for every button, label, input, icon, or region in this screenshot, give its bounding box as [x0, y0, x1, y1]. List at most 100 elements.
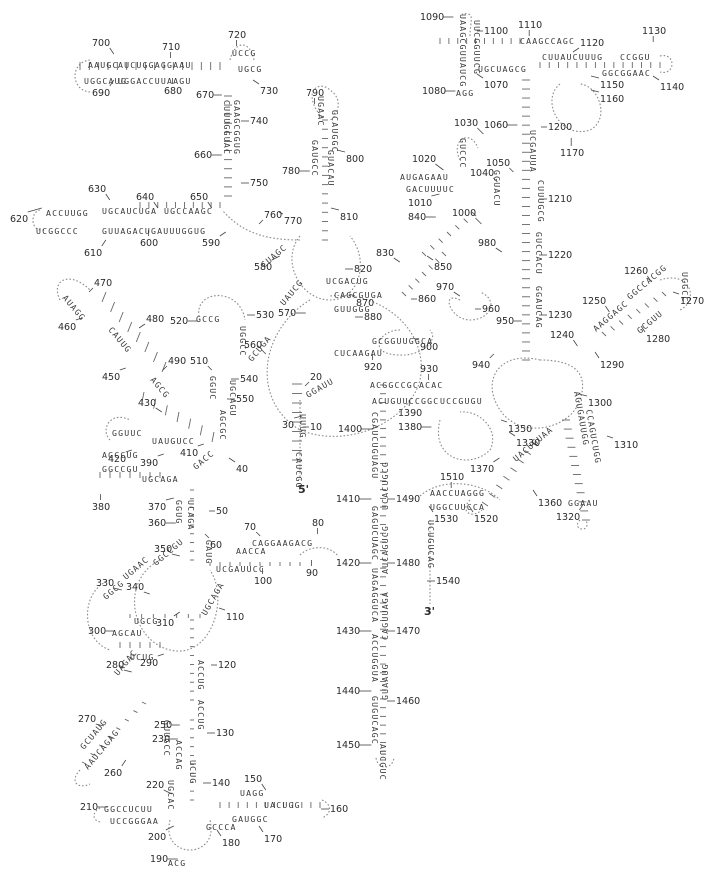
position-number-520: 520: [170, 316, 188, 327]
position-number-850: 850: [434, 262, 452, 273]
position-number-540: 540: [240, 374, 258, 385]
position-tick-180: [216, 829, 222, 837]
position-number-550: 550: [236, 394, 254, 405]
sequence-fragment-s1030: GUCCC: [458, 138, 468, 169]
sequence-fragment-s1050: GGUACU: [492, 170, 502, 207]
position-number-1280: 1280: [646, 334, 670, 345]
position-number-250: 250: [154, 720, 172, 731]
hairpin-1090: [461, 13, 472, 37]
position-tick-700: [109, 47, 115, 55]
position-number-710: 710: [162, 42, 180, 53]
position-number-300: 300: [88, 626, 106, 637]
base-pair-15-4: [135, 331, 141, 343]
position-number-1300: 1300: [588, 398, 612, 409]
hairpin-1270: [659, 277, 691, 311]
position-tick-40: [228, 457, 236, 463]
sequence-fragment-s420: GGUUC: [112, 428, 143, 438]
sequence-fragment-s1200: UCGAUUA: [528, 130, 538, 173]
position-number-1520: 1520: [474, 514, 498, 525]
position-number-1470: 1470: [396, 626, 420, 637]
hairpin-720: [229, 44, 255, 61]
sequence-fragment-s30: UUUG: [298, 414, 308, 439]
position-number-760: 760: [264, 210, 282, 221]
position-tick-580: [271, 255, 280, 261]
sequence-fragment-s160: UACUGG: [264, 800, 301, 810]
position-tick-1030: [477, 127, 484, 135]
sequence-fragment-s640: UGCAUCUGA: [102, 206, 157, 216]
position-tick-1040: [493, 177, 498, 183]
position-tick-1140: [652, 75, 660, 81]
sequence-fragment-s140: UCUG: [188, 760, 198, 785]
position-number-310: 310: [156, 618, 174, 629]
sequence-fragment-s490: AGCG: [148, 375, 171, 400]
position-tick-1000: [475, 217, 482, 225]
base-pair-12-2: [618, 320, 624, 325]
position-number-460: 460: [58, 322, 76, 333]
position-tick-560: [261, 349, 267, 355]
position-tick-370: [165, 497, 174, 501]
position-tick-970: [453, 291, 461, 297]
sequence-fragment-s1270: UGGCC: [680, 272, 690, 303]
hairpin-80: [299, 547, 339, 557]
position-tick-70: [255, 531, 261, 537]
position-number-1430: 1430: [336, 626, 360, 637]
sequence-fragment-s1090: UAAGCGUUAUCG: [458, 14, 468, 88]
sequence-fragment-s880: GUUGGG: [334, 304, 371, 314]
sequence-fragment-s900: GCGGUUGGCA: [372, 336, 433, 346]
position-number-580: 580: [254, 262, 272, 273]
position-number-750: 750: [250, 178, 268, 189]
position-number-420: 420: [108, 454, 126, 465]
base-pair-12-7: [661, 291, 667, 297]
hairpin-470: [56, 278, 91, 301]
position-number-1420: 1420: [336, 558, 360, 569]
position-number-780: 780: [282, 166, 300, 177]
position-number-820: 820: [354, 264, 372, 275]
sequence-fragment-s550: AGCGC: [218, 410, 228, 441]
three-prime-end-label: 3': [424, 605, 435, 618]
position-tick-30: [294, 415, 303, 419]
position-number-1080: 1080: [422, 86, 446, 97]
position-number-100: 100: [254, 576, 272, 587]
base-pair-11-2: [517, 458, 524, 464]
base-pair-13-6: [401, 291, 407, 297]
position-number-1250: 1250: [582, 296, 606, 307]
position-number-770: 770: [284, 216, 302, 227]
position-tick-1350: [500, 419, 508, 423]
sequence-fragment-s1220: GUCCACU: [534, 232, 544, 275]
central-junction-loop: [266, 294, 422, 437]
sequence-fragment-s540: UGCAGU: [228, 380, 238, 417]
position-tick-280: [123, 669, 132, 673]
position-number-870: 870: [356, 298, 374, 309]
position-number-1530: 1530: [434, 514, 458, 525]
sequence-fragment-s570: UAUCG: [278, 277, 305, 307]
position-number-1120: 1120: [580, 38, 604, 49]
sequence-fragment-s690: UGGCAUG: [84, 76, 127, 86]
hairpin-1030: [456, 137, 479, 161]
position-tick-1010: [431, 193, 440, 197]
position-number-1260: 1260: [624, 266, 648, 277]
base-pair-17-1: [90, 753, 95, 756]
position-number-560: 560: [244, 340, 262, 351]
position-tick-1330: [508, 431, 516, 437]
hairpin-1370: [465, 499, 483, 515]
position-number-1160: 1160: [600, 94, 624, 105]
position-number-290: 290: [140, 658, 158, 669]
sequence-fragment-s1460: GUAAUG: [380, 663, 390, 700]
sequence-fragment-s1420: UAGAGGUCA: [370, 568, 380, 623]
position-tick-1270: [672, 291, 680, 295]
base-pair-17-6: [133, 710, 138, 713]
hairpin-620: [32, 209, 45, 231]
five-prime-end-label: 5': [298, 483, 309, 496]
sequence-fragment-s50: UCAGA: [186, 500, 196, 531]
base-pair-15-1: [110, 301, 115, 313]
base-pair-17-4: [116, 727, 121, 731]
position-number-1010: 1010: [408, 198, 432, 209]
sequence-fragment-s250: GUUGCC: [162, 720, 172, 757]
base-pair-17-2: [98, 744, 104, 748]
position-number-370: 370: [148, 502, 166, 513]
base-pair-13-4: [415, 278, 420, 283]
sequence-fragment-s1440: GUGUCAGC: [370, 696, 380, 745]
sequence-fragment-s1110: CAAGCCAGC: [520, 36, 575, 46]
sequence-fragment-s200: UCCGGGAA: [110, 816, 159, 826]
